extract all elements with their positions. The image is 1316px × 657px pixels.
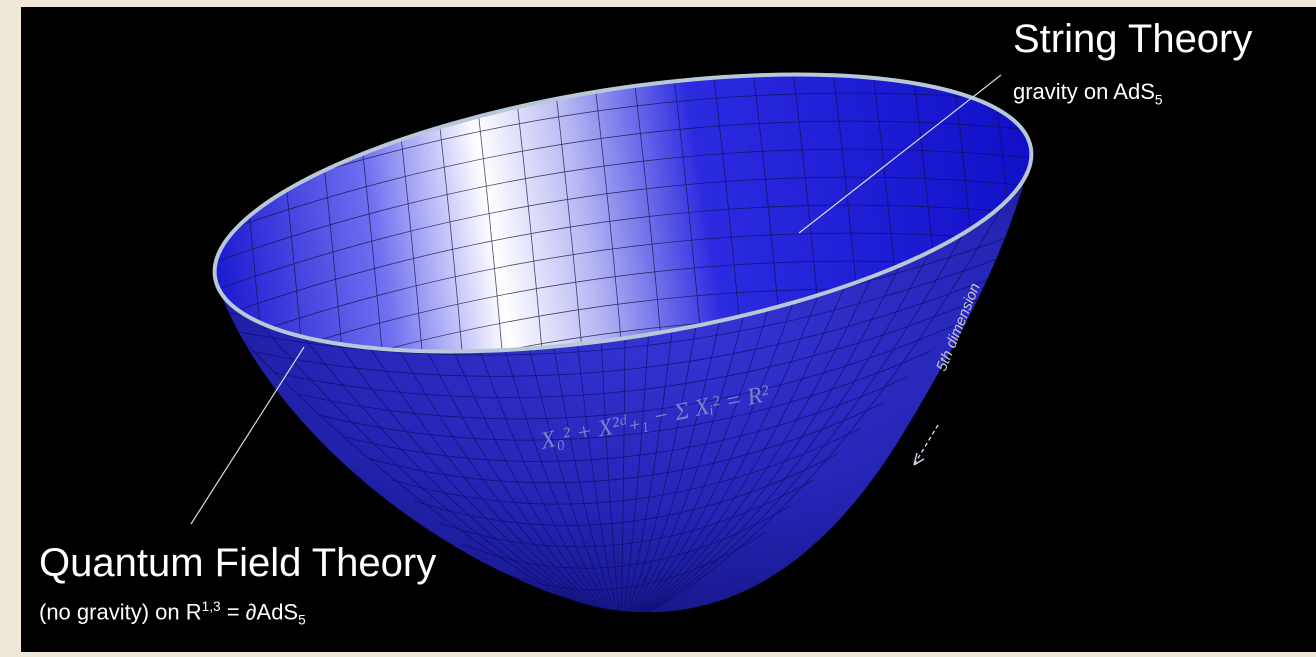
outer-grid-line bbox=[227, 248, 1025, 356]
inner-grid-line bbox=[195, 148, 1051, 272]
outer-grid-line bbox=[299, 288, 622, 613]
inner-grid-line bbox=[195, 46, 227, 398]
outer-grid-line bbox=[344, 376, 908, 462]
outer-grid-line bbox=[297, 325, 955, 420]
inner-grid-line bbox=[195, 204, 1051, 328]
dimension-arrow bbox=[913, 424, 939, 466]
boundary-rim bbox=[212, 72, 1034, 354]
qft-title: Quantum Field Theory bbox=[39, 541, 437, 585]
outer-grid-line bbox=[216, 306, 622, 613]
outer-grid-line bbox=[438, 479, 814, 548]
inner-grid-line bbox=[195, 232, 1051, 356]
outer-grid-line bbox=[485, 530, 768, 590]
outer-grid-line bbox=[240, 300, 622, 613]
string-theory-title: String Theory bbox=[1013, 17, 1253, 61]
outer-grid-line bbox=[251, 273, 1001, 377]
outer-grid-line bbox=[368, 402, 884, 484]
outer-grid-line bbox=[461, 505, 791, 569]
string-theory-subtitle: gravity on AdS5 bbox=[1013, 79, 1162, 107]
string-theory-leader bbox=[798, 74, 1002, 234]
outer-grid-line bbox=[391, 428, 861, 505]
qft-leader bbox=[190, 346, 305, 525]
string-theory-subtitle-sub: 5 bbox=[1154, 92, 1163, 108]
qft-subtitle-text: (no gravity) on R bbox=[39, 599, 202, 625]
qft-subtitle-sup: 1,3 bbox=[201, 599, 221, 614]
inner-grid-line bbox=[195, 120, 1051, 244]
qft-subtitle-sub: 5 bbox=[298, 612, 306, 628]
outer-grid-line bbox=[321, 350, 931, 441]
outer-grid-line bbox=[620, 147, 1012, 613]
string-theory-subtitle-text: gravity on AdS bbox=[1013, 79, 1155, 104]
outer-grid-line bbox=[274, 299, 978, 399]
diagram-canvas: String Theory gravity on AdS5 Quantum Fi… bbox=[21, 7, 1316, 652]
outer-grid-line bbox=[414, 453, 838, 526]
inner-grid-line bbox=[195, 176, 1051, 300]
inner-grid-line bbox=[1071, 57, 1106, 397]
inner-grid-line bbox=[1030, 56, 1051, 398]
qft-subtitle-boundary: = ∂AdS bbox=[220, 599, 299, 625]
outer-grid-line bbox=[269, 294, 622, 613]
outer-grid-line bbox=[620, 147, 1033, 613]
bowl-inner-surface bbox=[214, 74, 1032, 352]
ads-bowl-diagram bbox=[190, 46, 1106, 613]
qft-subtitle: (no gravity) on R1,3 = ∂AdS5 bbox=[39, 599, 306, 628]
